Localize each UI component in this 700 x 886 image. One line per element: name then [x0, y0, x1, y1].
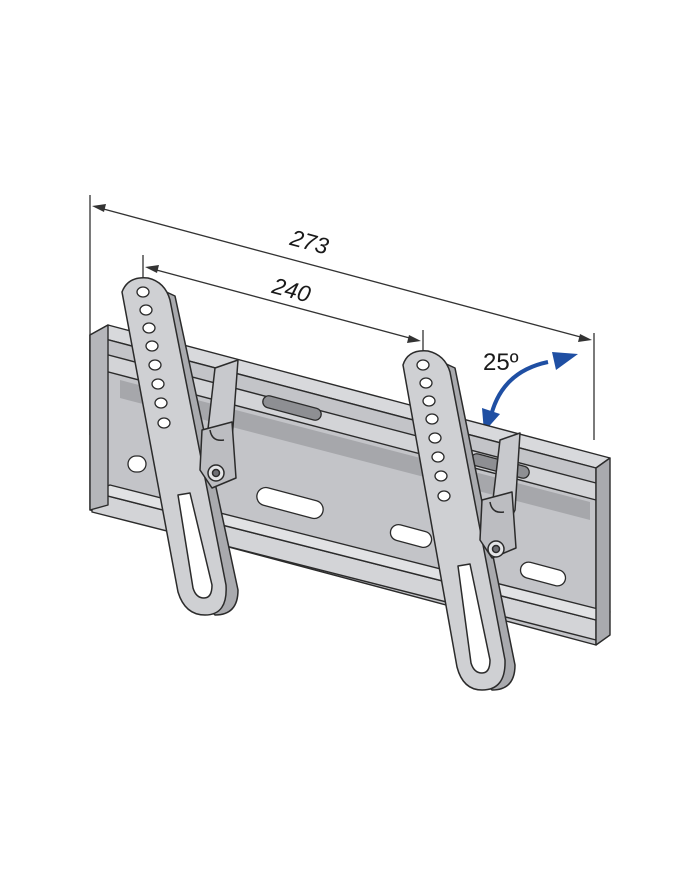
adjust-hole: [151, 378, 165, 390]
adjust-hole: [428, 432, 442, 444]
rail-slot: [262, 395, 322, 421]
adjust-hole: [148, 359, 162, 371]
adjust-hole: [431, 451, 445, 463]
left-arm-holes: [136, 286, 171, 429]
adjust-hole: [437, 490, 451, 502]
left-latch-hook: [209, 429, 225, 442]
adjust-hole: [419, 377, 433, 389]
adjust-hole: [154, 397, 168, 409]
adjust-hole: [422, 395, 436, 407]
dimension-line-holes: [148, 267, 418, 341]
rail-right-end: [595, 457, 611, 646]
right-latch-plate: [479, 491, 517, 559]
adjust-hole: [157, 417, 171, 429]
dimension-line-overall: [95, 206, 589, 340]
right-latch-hook: [489, 501, 505, 514]
left-tilt-bracket: [121, 277, 239, 616]
rail-slot: [127, 455, 147, 473]
adjust-hole: [142, 322, 156, 334]
dimension-label-overall: 273: [287, 224, 332, 259]
right-bolt-center: [491, 544, 501, 554]
left-arm-face: [121, 277, 227, 616]
left-bolt-center: [211, 468, 221, 478]
adjust-hole: [425, 413, 439, 425]
right-tilt-bracket: [402, 350, 521, 691]
tilt-angle-label: 25º: [483, 349, 519, 376]
rail-left-post: [89, 324, 109, 511]
dimension-arrowheads: [92, 204, 592, 343]
adjust-hole: [145, 340, 159, 352]
rail-slot: [389, 523, 433, 549]
adjust-hole: [139, 304, 153, 316]
adjust-hole: [136, 286, 150, 298]
right-arm-face: [402, 350, 506, 691]
right-arm-slot: [457, 563, 491, 674]
adjust-hole: [434, 470, 448, 482]
rail-slot: [519, 561, 567, 587]
adjust-hole: [416, 359, 430, 371]
left-arm-slot: [177, 492, 213, 599]
right-arm-holes: [416, 359, 451, 502]
rail-slot: [256, 486, 324, 520]
